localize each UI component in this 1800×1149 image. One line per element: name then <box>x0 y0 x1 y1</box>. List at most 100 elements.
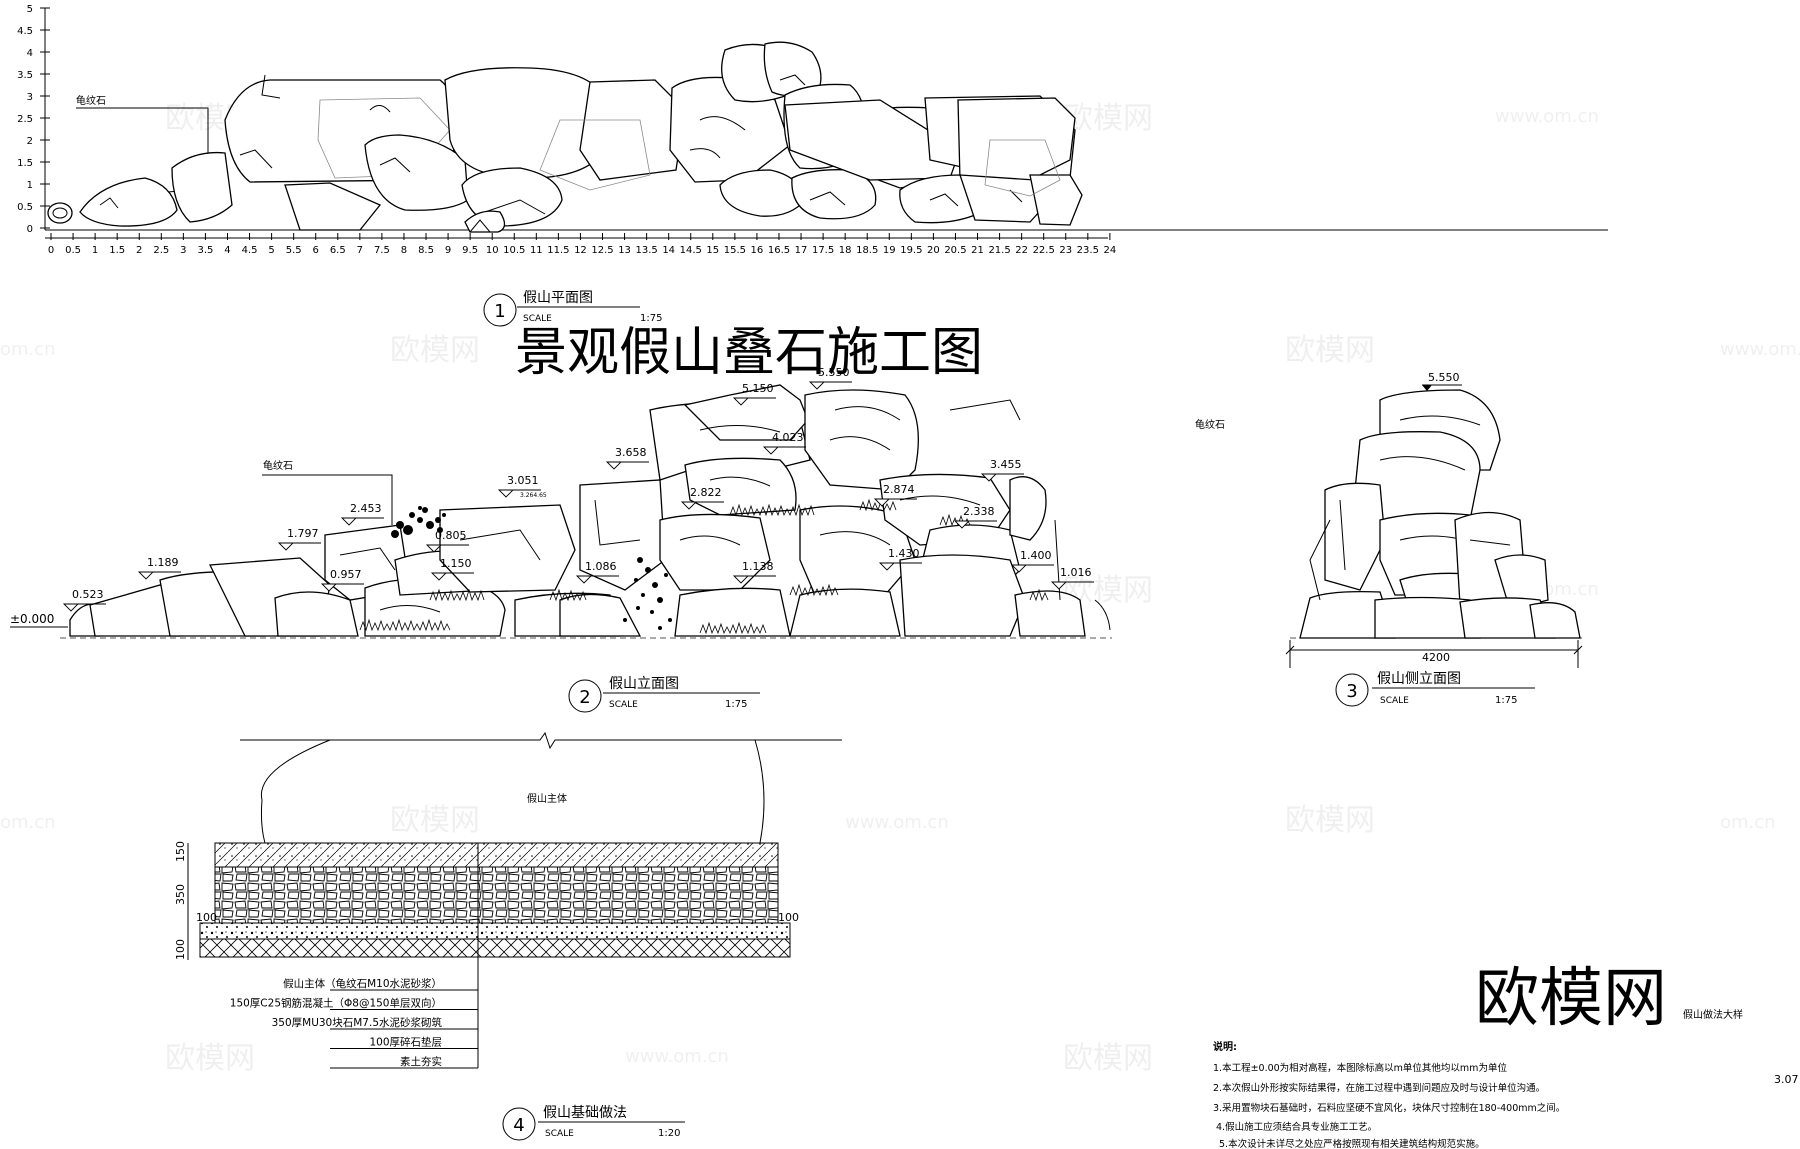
elevation-level-marker <box>430 572 448 581</box>
plan-scale: 1:75 <box>640 313 662 324</box>
plan-x-tick-label: 24 <box>1104 245 1117 256</box>
plan-x-tick-label: 12.5 <box>591 245 613 256</box>
plan-y-tick-label: 4.5 <box>17 26 33 37</box>
elevation-datum: ±0.000 <box>10 612 54 626</box>
foundation-layer-label: 350厚MU30块石M7.5水泥砂浆砌筑 <box>272 1016 443 1029</box>
elevation-callout-left: 龟纹石 <box>263 459 293 472</box>
plan-x-tick-label: 19.5 <box>900 245 922 256</box>
elevation-shrubs <box>391 506 672 630</box>
plan-x-tick-label: 18.5 <box>856 245 878 256</box>
sheet-number: 3.07 <box>1774 1073 1799 1086</box>
elevation-levels: 0.5231.1891.7972.4530.9570.8051.1503.051… <box>62 366 1094 612</box>
elevation-level-marker <box>497 489 515 498</box>
notes-heading: 说明: <box>1213 1040 1237 1053</box>
plan-x-tick-label: 15 <box>706 245 719 256</box>
elevation-level-marker <box>980 473 998 482</box>
watermark-url: om.cn <box>1720 812 1776 833</box>
elevation-level-label: 2.453 <box>350 502 382 515</box>
dim-gravel: 100 <box>174 939 187 960</box>
elevation-level-label: 2.338 <box>963 505 995 518</box>
plan-x-tick-label: 9.5 <box>462 245 478 256</box>
foundation-layer-label: 假山主体（龟纹石M10水泥砂浆） <box>283 977 442 990</box>
plan-y-tick-label: 2 <box>27 136 33 147</box>
plan-x-tick-label: 3.5 <box>197 245 213 256</box>
elevation-level-marker <box>878 562 896 571</box>
notes-block: 说明: 1.本工程±0.00为相对高程，本图除标高以m单位其他均以mm为单位 2… <box>1213 1040 1565 1149</box>
elevation-level-label: 4.023 <box>772 431 804 444</box>
watermark-url: www.om.cn <box>845 812 949 833</box>
plan-callout-leader <box>76 107 209 168</box>
elevation-number: 2 <box>579 687 590 708</box>
elevation-scale-label: SCALE <box>609 700 638 710</box>
note-item: 1.本工程±0.00为相对高程，本图除标高以m单位其他均以mm为单位 <box>1213 1062 1507 1074</box>
elevation-level-label: 2.822 <box>690 486 722 499</box>
plan-x-tick-label: 5 <box>268 245 274 256</box>
watermark: 欧模网 <box>1285 333 1375 368</box>
elevation-level-marker <box>62 603 80 612</box>
elevation-title: 假山立面图 <box>609 676 679 692</box>
watermark: 欧模网 <box>1285 803 1375 838</box>
dim-blockstone: 350 <box>174 884 187 905</box>
elevation-level-label: 5.150 <box>742 382 774 395</box>
foundation-layer-label: 100厚碎石垫层 <box>369 1036 442 1049</box>
side-top-level: 5.550 <box>1428 371 1460 384</box>
side-elevation: 5.550 4200 3 假山侧立面图 SCALE 1:75 <box>1285 371 1583 707</box>
elevation-level-label: 1.138 <box>742 560 774 573</box>
plan-x-tick-label: 18 <box>839 245 852 256</box>
elevation-level-label: 0.805 <box>435 529 467 542</box>
plan-x-tick-label: 17 <box>795 245 808 256</box>
plan-x-tick-label: 7 <box>357 245 363 256</box>
foundation-title: 假山基础做法 <box>543 1104 627 1121</box>
plan-x-tick-label: 19 <box>883 245 896 256</box>
plan-x-tick-label: 21 <box>971 245 984 256</box>
elevation-level-label: 3.051 <box>507 474 539 487</box>
foundation-layer-label: 素土夯实 <box>400 1055 442 1068</box>
plan-x-tick-label: 2 <box>136 245 142 256</box>
watermark-url: om.cn <box>0 339 56 360</box>
elevation-level-marker <box>808 381 826 390</box>
elevation-level-marker <box>277 542 295 551</box>
plan-x-tick-label: 4.5 <box>242 245 258 256</box>
plan-x-tick-label: 22 <box>1015 245 1028 256</box>
elevation-level-label: 1.430 <box>888 547 920 560</box>
plan-x-tick-label: 20.5 <box>944 245 966 256</box>
layer-concrete <box>214 842 779 868</box>
plan-y-tick-label: 1 <box>27 180 33 191</box>
elevation-level-label: 1.797 <box>287 527 319 540</box>
plan-x-tick-label: 11 <box>530 245 543 256</box>
plan-x-tick-label: 16 <box>751 245 764 256</box>
watermark: 欧模网 <box>390 333 480 368</box>
plan-x-tick-label: 14 <box>662 245 675 256</box>
plan-y-tick-label: 0 <box>27 224 33 235</box>
dim-offset-right: 100 <box>778 911 799 924</box>
plan-y-tick-label: 2.5 <box>17 114 33 125</box>
foundation-body-label: 假山主体 <box>527 792 567 805</box>
plan-title: 假山平面图 <box>523 290 593 306</box>
plan-x-tick-label: 9 <box>445 245 451 256</box>
foundation-scale-label: SCALE <box>545 1129 574 1139</box>
plan-y-tick-label: 3.5 <box>17 70 33 81</box>
watermark: 欧模网 <box>390 803 480 838</box>
foundation-number-circle <box>502 1107 536 1141</box>
plan-x-tick-label: 4 <box>224 245 230 256</box>
note-item: 3.采用置物块石基础时，石料应坚硬不宜风化，块体尺寸控制在180-400mm之间… <box>1213 1102 1565 1114</box>
watermark-url: www.om.cn <box>1495 106 1599 127</box>
elevation-level-marker <box>1010 564 1028 573</box>
elevation-level-label: 1.400 <box>1020 549 1052 562</box>
plan-x-tick-label: 10.5 <box>503 245 525 256</box>
plan-x-tick-label: 21.5 <box>988 245 1010 256</box>
plan-x-tick-label: 20 <box>927 245 940 256</box>
plan-scale-label: SCALE <box>523 314 552 324</box>
watermark-url: www.om.cn <box>1720 339 1800 360</box>
front-elevation: 0.5231.1891.7972.4530.9570.8051.1503.051… <box>10 366 1225 713</box>
plan-number: 1 <box>494 301 505 322</box>
side-scale-label: SCALE <box>1380 696 1409 706</box>
elevation-rocks <box>69 384 1111 637</box>
foundation-layer-label: 150厚C25钢筋混凝土（Φ8@150单层双向） <box>230 997 442 1010</box>
elevation-level-label: 5.550 <box>818 366 850 379</box>
watermark-layer: 欧模网 欧模网 www.om.cn www.om.cn om.cn 欧模网 欧模… <box>0 101 1800 1076</box>
side-scale: 1:75 <box>1495 695 1517 706</box>
plan-x-tick-label: 7.5 <box>374 245 390 256</box>
